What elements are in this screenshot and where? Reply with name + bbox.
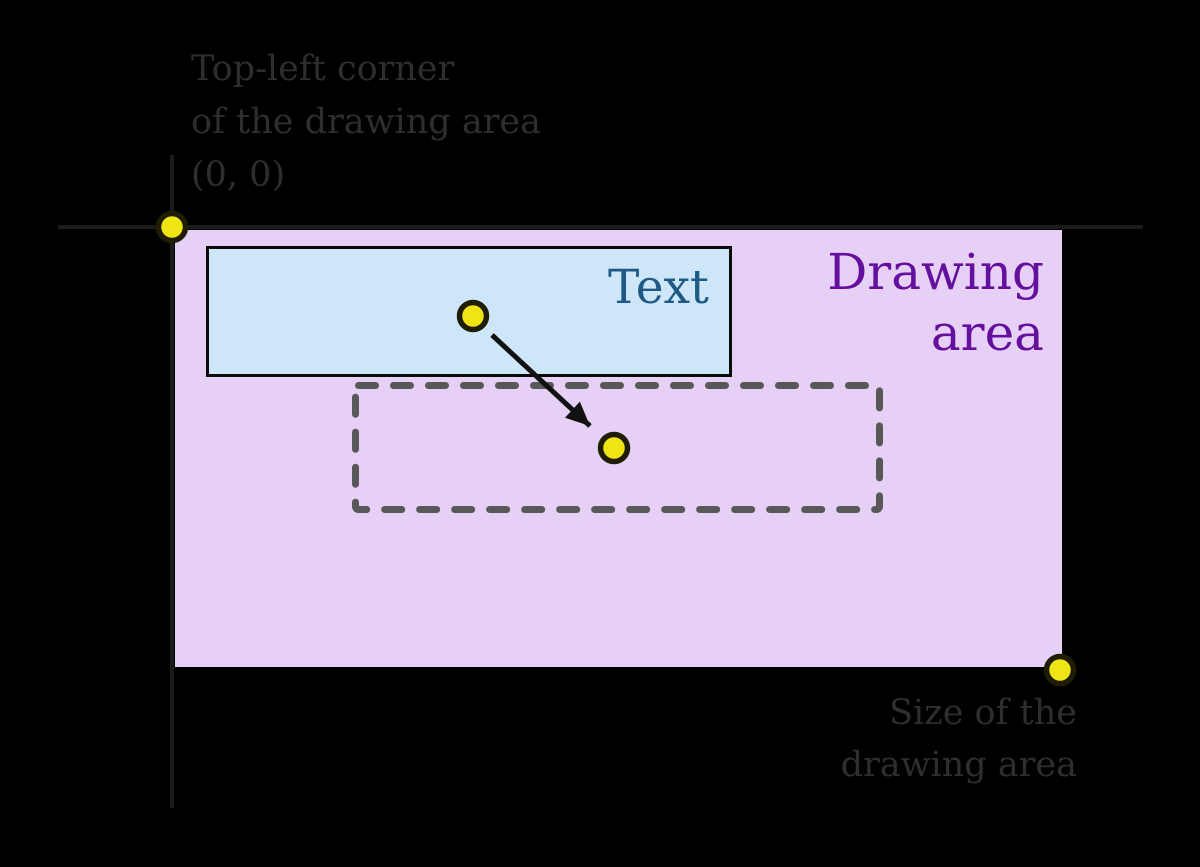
size-annotation: Size of the drawing area: [841, 687, 1077, 791]
text-box-label: Text: [608, 260, 709, 315]
size-annotation-line1: Size of the: [889, 693, 1077, 733]
origin-annotation-line2: of the drawing area: [191, 102, 541, 142]
drawing-area-label: Drawing area: [827, 242, 1044, 364]
origin-annotation-line1: Top-left corner: [191, 49, 455, 89]
origin-annotation-line3: (0, 0): [191, 155, 286, 195]
drawing-area-label-line1: Drawing: [827, 243, 1044, 301]
drawing-area-label-line2: area: [930, 304, 1044, 362]
origin-annotation: Top-left corner of the drawing area (0, …: [191, 43, 541, 202]
size-annotation-line2: drawing area: [840, 745, 1077, 785]
